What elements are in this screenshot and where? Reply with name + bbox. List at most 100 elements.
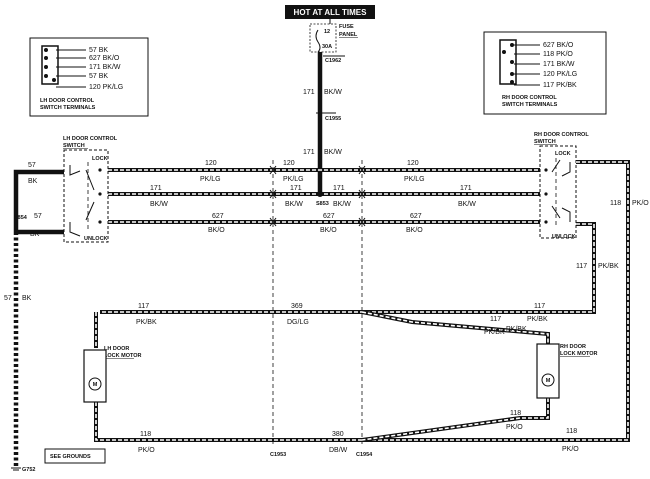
wire-label: PK/BK [136, 319, 157, 326]
motor-icon [541, 373, 555, 387]
inline-connector-marks [269, 165, 366, 227]
wire-label: 171 [460, 185, 472, 192]
wire-label: 171 [290, 185, 302, 192]
lh-switch-title: SWITCH [63, 143, 85, 149]
lh-door-lock-motor: LH DOOR LOCK MOTOR M [83, 346, 142, 403]
wire-label: PK/BK [484, 329, 505, 336]
wire-label: 627 [323, 213, 335, 220]
lh-pin-label: 57 BK [89, 47, 108, 54]
wire-label: BK/W [458, 201, 476, 208]
wire-label: 171 [303, 89, 315, 96]
fuse-rating: 30A [322, 44, 332, 50]
fuse-icon [315, 29, 321, 53]
rh-motor-title: RH DOOR [560, 344, 586, 350]
wire-label: DG/LG [287, 319, 309, 326]
lh-switch-title: LH DOOR CONTROL [63, 136, 118, 142]
wire-label: PK/LG [200, 176, 221, 183]
rh-pin-label: 171 BK/W [543, 61, 575, 68]
fuse-panel: 12 30A FUSE PANEL [309, 23, 358, 53]
wire-label: BK/W [324, 149, 342, 156]
rh-pin-label: 120 PK/LG [543, 71, 577, 78]
wire-label: 380 [332, 431, 344, 438]
lh-door-control-switch: LH DOOR CONTROL SWITCH LOCK UNLOCK [63, 136, 118, 243]
wire-label: DB/W [329, 447, 348, 454]
lh-unlock-label: UNLOCK [84, 236, 108, 242]
wire-label: 118 [566, 428, 577, 435]
wire-label: 118 [510, 410, 521, 417]
wire-label: BK/O [406, 227, 423, 234]
rh-switch-title: RH DOOR CONTROL [534, 132, 589, 138]
lh-lock-label: LOCK [92, 156, 108, 162]
connector-c1955: C1955 [325, 116, 341, 122]
wire-label: 171 [303, 149, 315, 156]
lh-motor-title: LH DOOR [104, 346, 129, 352]
rh-unlock-label: UNLOCK [552, 234, 576, 240]
lh-pin-label: 57 BK [89, 73, 108, 80]
header-title: HOT AT ALL TIMES [294, 8, 368, 17]
wire-label: PK/BK [506, 326, 527, 333]
rh-pin-label: 627 BK/O [543, 42, 574, 49]
rh-pin-label: 117 PK/BK [543, 82, 577, 89]
rh-door-lock-motor: RH DOOR LOCK MOTOR M [536, 343, 598, 399]
motor-symbol: M [546, 378, 551, 384]
splice-s854: S854 [14, 215, 28, 221]
connector-c1954: C1954 [356, 452, 373, 458]
wire-117-to-rh-motor [361, 310, 550, 344]
wire-label: 117 [576, 263, 587, 270]
wire-label: 171 [333, 185, 345, 192]
wire-label: 627 [410, 213, 422, 220]
lh-pin-label: 171 BK/W [89, 64, 121, 71]
wire-label: BK [22, 295, 32, 302]
wire-label: 369 [291, 303, 303, 310]
wire-118-rh-motor [361, 398, 550, 442]
wire-117-pk-bk-rh [100, 222, 596, 314]
wire-label: BK/W [333, 201, 351, 208]
hot-at-all-times-header: HOT AT ALL TIMES [285, 5, 375, 19]
wire-label: PK/LG [283, 176, 304, 183]
wire-label: BK [30, 231, 40, 238]
rh-switch-terminals-inset: 627 BK/O 118 PK/O 171 BK/W 120 PK/LG 117… [483, 31, 607, 115]
wire-label: PK/BK [527, 316, 548, 323]
fuse-label-1: FUSE [339, 24, 354, 30]
wire-57-top [13, 169, 64, 232]
ground-icon [11, 467, 21, 471]
wire-label: PK/O [138, 447, 155, 454]
rh-inset-caption: SWITCH TERMINALS [502, 102, 558, 108]
wire-label: PK/O [506, 424, 523, 431]
wire-label: 118 [140, 431, 151, 438]
lh-motor-title: LOCK MOTOR [104, 353, 142, 359]
wire-label: 117 [138, 303, 149, 310]
wire-label: 118 [610, 200, 621, 207]
wire-label: BK/W [150, 201, 168, 208]
wire-label: 117 [490, 316, 501, 323]
wire-label: PK/LG [404, 176, 425, 183]
fuse-top-number: 12 [324, 29, 330, 35]
rh-motor-title: LOCK MOTOR [560, 351, 598, 357]
lh-pin-label: 627 BK/O [89, 55, 120, 62]
wire-label: 57 [4, 295, 12, 302]
wire-label: BK/O [208, 227, 225, 234]
rh-pin-label: 118 PK/O [543, 51, 573, 58]
wire-label: 120 [283, 160, 295, 167]
rh-inset-caption: RH DOOR CONTROL [502, 95, 557, 101]
rh-lock-label: LOCK [555, 151, 571, 157]
ground-g752: G752 [22, 467, 35, 473]
splice-s853: S853 [316, 201, 329, 207]
wire-118-pk-o-outer [362, 160, 630, 442]
motor-symbol: M [93, 382, 98, 388]
lh-pin-label: 120 PK/LG [89, 84, 123, 91]
wire-label: 627 [212, 213, 224, 220]
wire-label: 171 [150, 185, 162, 192]
lh-inset-caption: SWITCH TERMINALS [40, 105, 96, 111]
wire-label: BK/O [320, 227, 337, 234]
wire-label: BK [28, 178, 38, 185]
wire-label: PK/BK [598, 263, 619, 270]
wire-label: 57 [34, 213, 42, 220]
rh-switch-title: SWITCH [534, 139, 556, 145]
splice-dot [317, 191, 323, 197]
lh-switch-terminals-inset: 57 BK 627 BK/O 171 BK/W 57 BK 120 PK/LG … [29, 37, 149, 117]
wire-label: PK/O [562, 446, 579, 453]
see-grounds-note [44, 448, 106, 464]
wire-label: 117 [534, 303, 545, 310]
